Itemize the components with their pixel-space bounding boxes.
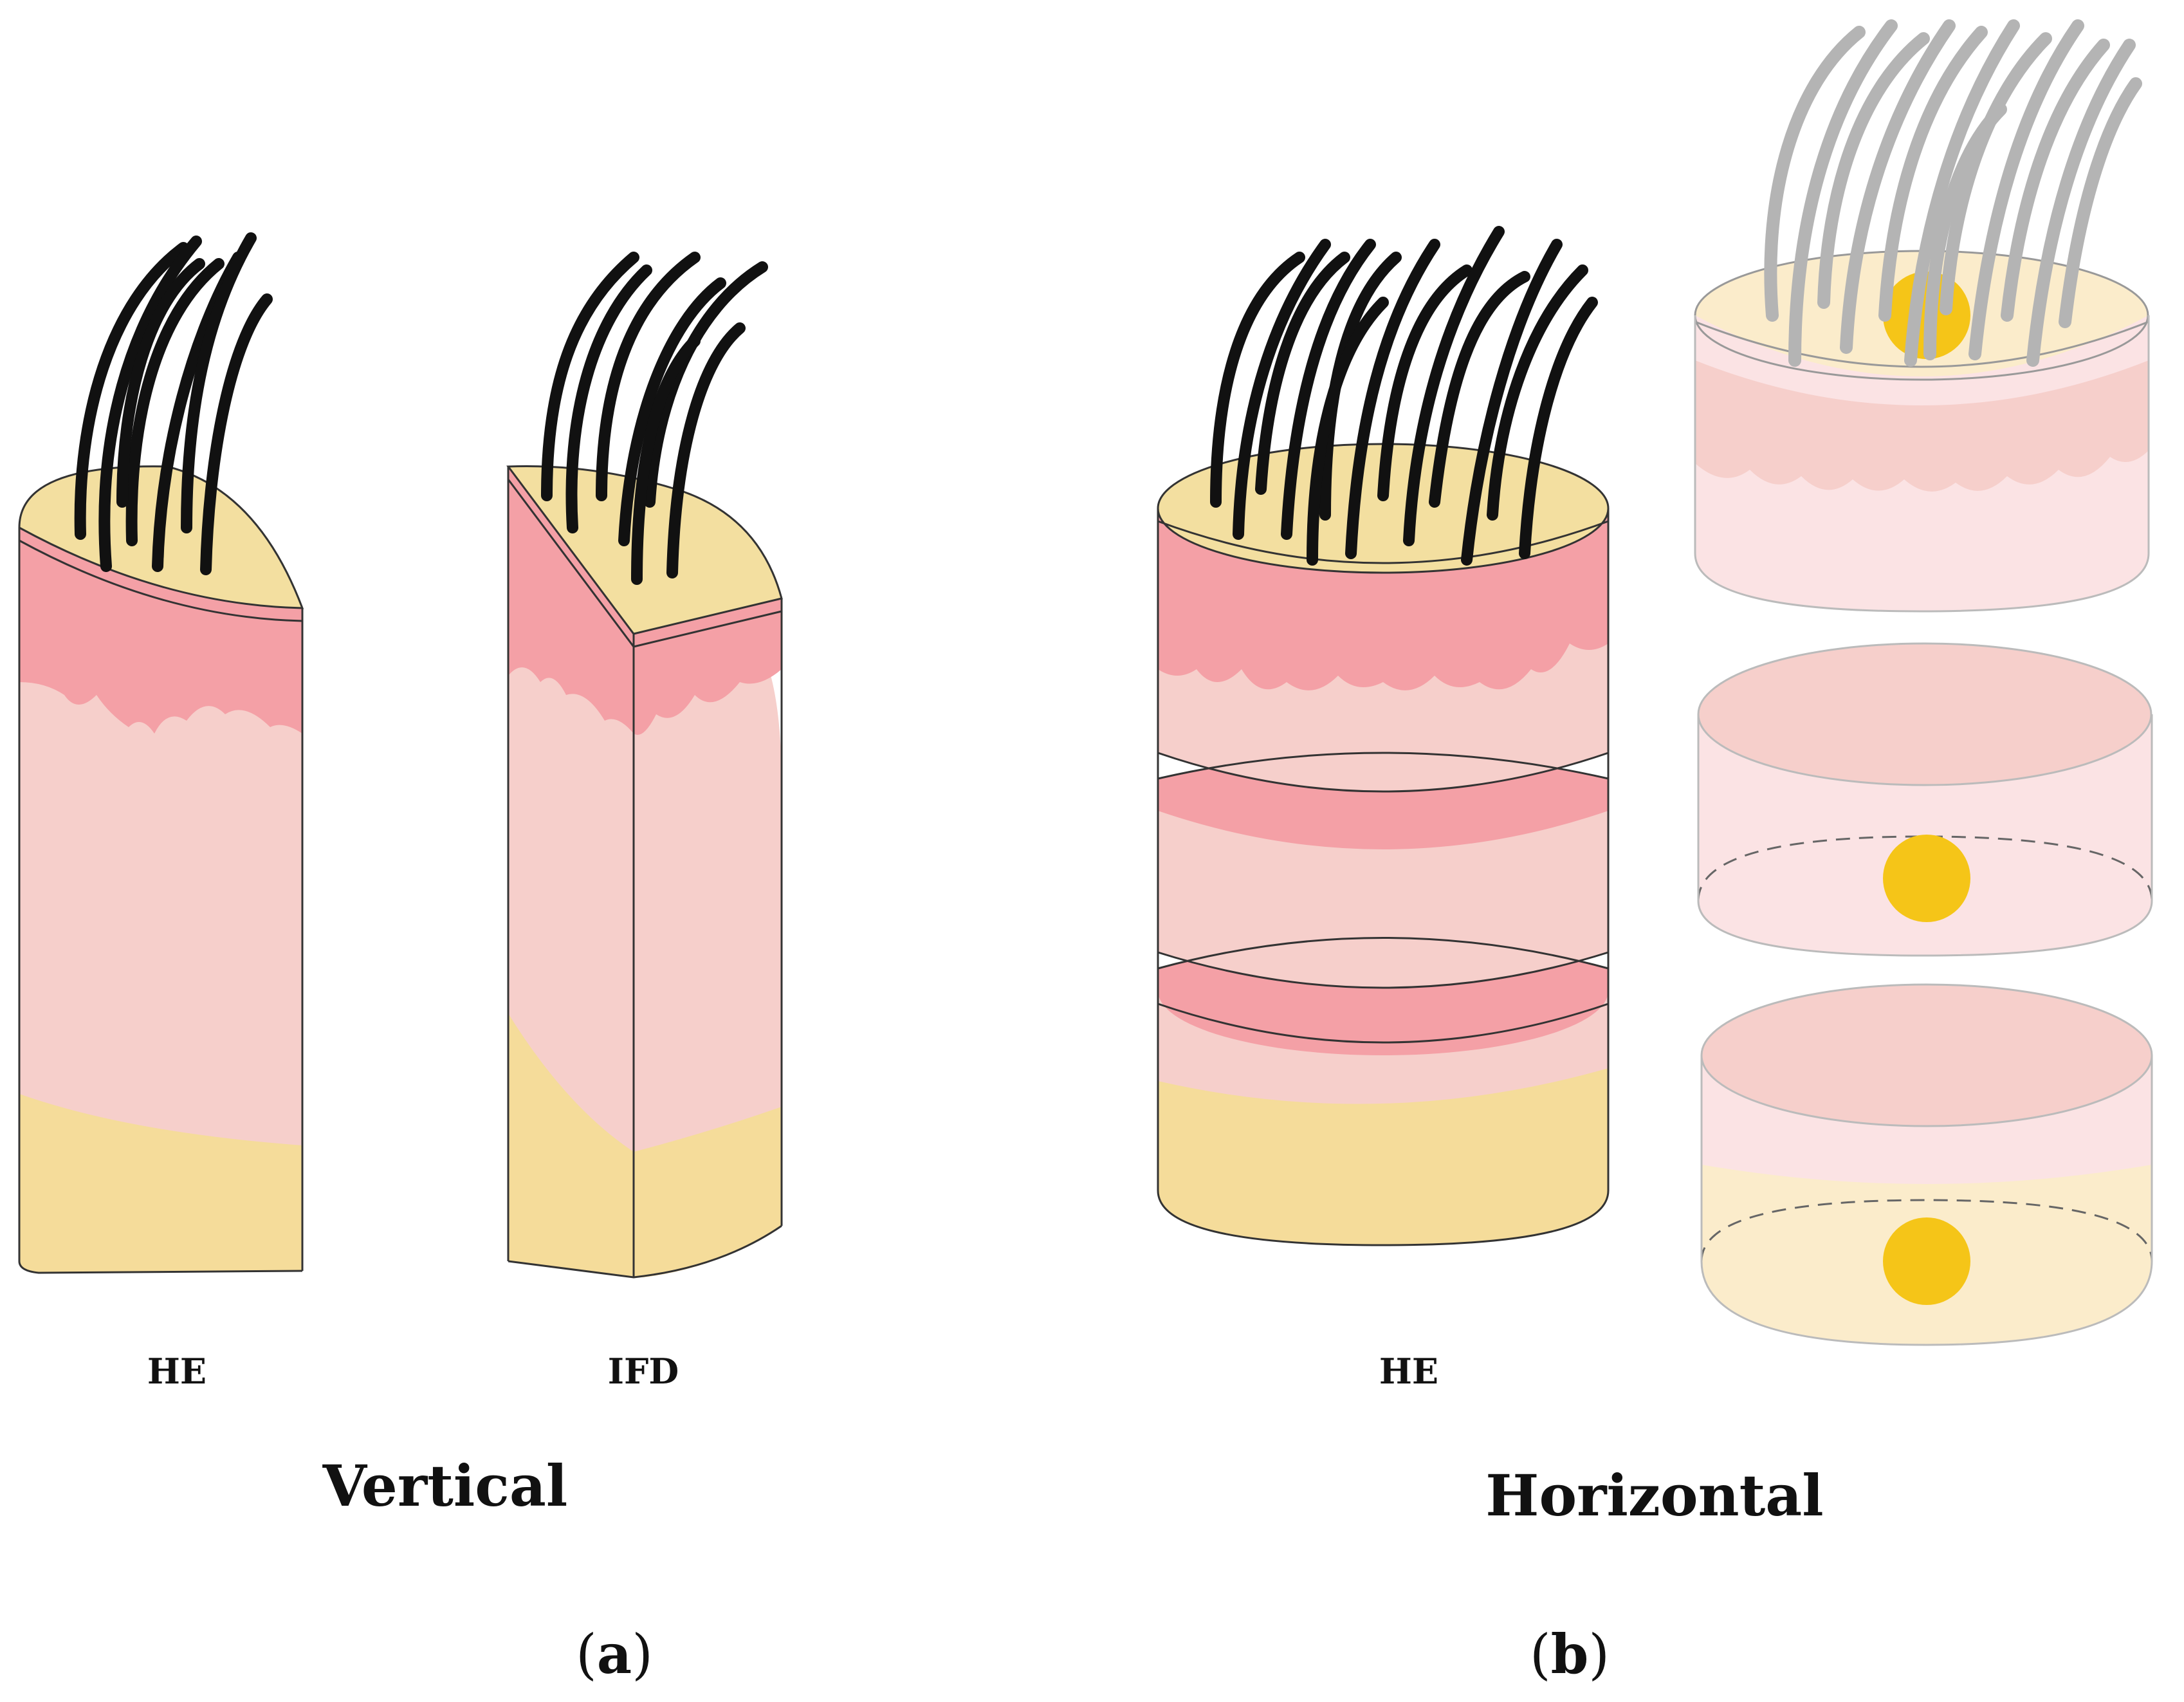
follicle-dot bbox=[1883, 835, 1970, 922]
panel-b-open: ( bbox=[1530, 1623, 1551, 1686]
horizontal-section-top-grey-hairs bbox=[1764, 19, 2142, 367]
horizontal-title: Horizontal bbox=[1485, 1462, 1823, 1529]
panel-a-close: ) bbox=[632, 1623, 653, 1686]
vertical-title: Vertical bbox=[322, 1452, 568, 1519]
he-vertical-label: HE bbox=[147, 1351, 206, 1392]
horizontal-he-hairs bbox=[1210, 226, 1598, 566]
vertical-he-half-cylinder bbox=[18, 465, 304, 1274]
panel-a-letter: a bbox=[597, 1622, 632, 1686]
horizontal-section-bottom bbox=[1700, 983, 2153, 1346]
horizontal-section-middle bbox=[1697, 642, 2153, 957]
follicle-dot bbox=[1883, 1217, 1970, 1305]
horizontal-he-stacked-cylinder bbox=[1157, 443, 1610, 1246]
panel-a-open: ( bbox=[576, 1623, 597, 1686]
vertical-ifd-half-cylinder bbox=[506, 465, 783, 1279]
panel-b-label: (b) bbox=[1530, 1622, 1610, 1686]
he-horizontal-label: HE bbox=[1379, 1351, 1438, 1392]
panel-b-letter: b bbox=[1551, 1622, 1589, 1686]
panel-a-label: (a) bbox=[576, 1622, 653, 1686]
panel-b-close: ) bbox=[1588, 1623, 1610, 1686]
vertical-ifd-hairs bbox=[541, 252, 768, 585]
vertical-he-hairs bbox=[74, 232, 273, 575]
ifd-vertical-label: IFD bbox=[608, 1351, 679, 1392]
